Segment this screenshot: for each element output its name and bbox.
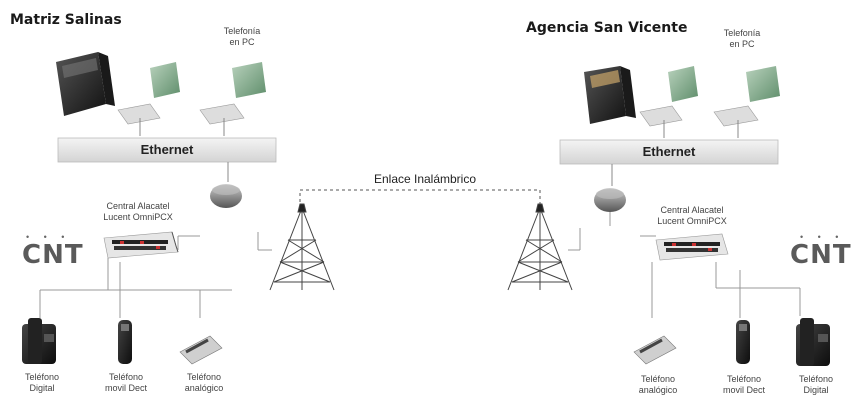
left-phone-label-2-line1: Teléfono bbox=[108, 372, 144, 382]
right-pc-phone-label-line2: en PC bbox=[729, 39, 755, 49]
left-phone-label-3: Teléfono analógico bbox=[172, 372, 236, 394]
right-dect-phone-icon bbox=[736, 320, 750, 364]
right-ethernet-label: Ethernet bbox=[642, 144, 696, 159]
left-pc-icon-2 bbox=[199, 62, 266, 136]
right-pc-phone-label: Telefonía en PC bbox=[712, 28, 772, 50]
right-analog-phone-icon bbox=[633, 335, 677, 365]
right-phone-label-3-line2: Digital bbox=[803, 385, 829, 395]
left-ethernet-label: Ethernet bbox=[140, 142, 194, 157]
right-pc-icon-1 bbox=[639, 66, 698, 138]
right-site-title: Agencia San Vicente bbox=[526, 20, 688, 36]
right-phone-label-3-line1: Teléfono bbox=[798, 374, 834, 384]
right-tower-icon bbox=[507, 203, 573, 291]
left-phone-label-2: Teléfono movil Dect bbox=[94, 372, 158, 394]
right-phone-label-1: Teléfono analógico bbox=[626, 374, 690, 396]
left-phone-label-1-line2: Digital bbox=[29, 383, 55, 393]
left-phone-label-2-line2: movil Dect bbox=[104, 383, 147, 393]
right-pc-icon-2 bbox=[713, 66, 780, 138]
right-cnt-logo: CNT bbox=[790, 240, 852, 270]
left-analog-phone-icon bbox=[179, 335, 223, 365]
right-cnt-logo-dots: • • • bbox=[800, 232, 845, 242]
right-digital-phone-icon bbox=[796, 318, 830, 366]
left-dect-phone-icon bbox=[118, 320, 132, 364]
left-phone-label-3-line2: analógico bbox=[184, 383, 224, 393]
left-site bbox=[22, 52, 277, 365]
wireless-link bbox=[269, 189, 573, 291]
left-pc-phone-label-line1: Telefonía bbox=[223, 26, 261, 36]
left-pbx-label-line2: Lucent OmniPCX bbox=[103, 212, 173, 222]
right-server-icon bbox=[584, 66, 636, 124]
right-phone-label-1-line1: Teléfono bbox=[640, 374, 676, 384]
right-ethernet-bar bbox=[559, 139, 779, 165]
left-phone-label-1: Teléfono Digital bbox=[14, 372, 70, 394]
left-phone-label-1-line1: Teléfono bbox=[24, 372, 60, 382]
left-connection-lines bbox=[39, 232, 272, 318]
left-pbx-label-line1: Central Alacatel bbox=[106, 201, 170, 211]
left-server-icon bbox=[56, 52, 115, 116]
right-pbx-label-line1: Central Alacatel bbox=[660, 205, 724, 215]
wireless-link-label: Enlace Inalámbrico bbox=[373, 172, 477, 186]
left-pbx-icon bbox=[103, 231, 179, 259]
right-phone-label-2: Teléfono movil Dect bbox=[712, 374, 776, 396]
right-pbx-label-line2: Lucent OmniPCX bbox=[657, 216, 727, 226]
left-router-icon bbox=[210, 162, 242, 208]
right-phone-label-2-line2: movil Dect bbox=[722, 385, 765, 395]
right-pc-phone-label-line1: Telefonía bbox=[723, 28, 761, 38]
left-ethernet-bar bbox=[57, 137, 277, 163]
left-pc-icon-1 bbox=[117, 62, 180, 136]
left-cnt-logo: CNT bbox=[22, 240, 84, 270]
right-router-icon bbox=[594, 164, 626, 212]
left-phone-label-3-line1: Teléfono bbox=[186, 372, 222, 382]
left-pc-phone-label-line2: en PC bbox=[229, 37, 255, 47]
left-site-title: Matriz Salinas bbox=[10, 12, 122, 28]
right-phone-label-3: Teléfono Digital bbox=[786, 374, 846, 396]
right-phone-label-1-line2: analógico bbox=[638, 385, 678, 395]
left-tower-icon bbox=[269, 203, 335, 291]
right-connection-lines bbox=[568, 212, 801, 318]
left-pbx-label: Central Alacatel Lucent OmniPCX bbox=[78, 201, 198, 223]
left-digital-phone-icon bbox=[22, 318, 56, 364]
right-phone-label-2-line1: Teléfono bbox=[726, 374, 762, 384]
left-cnt-logo-dots: • • • bbox=[26, 232, 71, 242]
right-pbx-label: Central Alacatel Lucent OmniPCX bbox=[632, 205, 752, 227]
left-pc-phone-label: Telefonía en PC bbox=[212, 26, 272, 48]
right-pbx-icon bbox=[655, 233, 729, 261]
right-site bbox=[559, 66, 830, 366]
